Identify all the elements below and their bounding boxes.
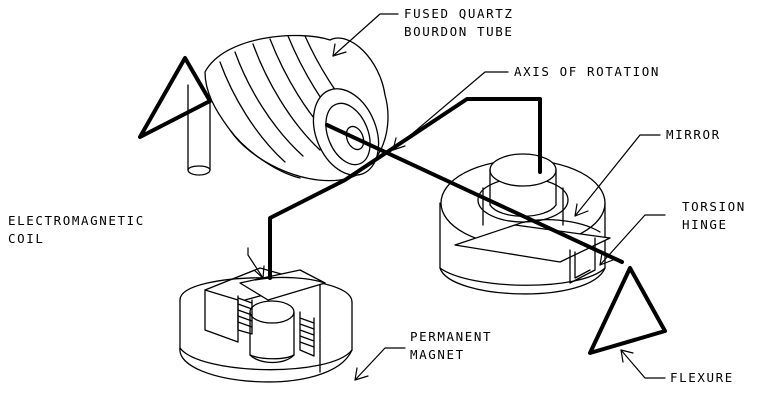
label-permanent-magnet-line1: PERMANENT — [410, 329, 493, 344]
label-mirror: MIRROR — [666, 127, 721, 142]
label-electromagnetic-coil-line2: COIL — [8, 231, 45, 246]
bourdon-tube — [204, 34, 389, 182]
label-torsion-hinge-line1: TORSION — [682, 199, 746, 214]
label-electromagnetic-coil-line1: ELECTROMAGNETIC — [8, 213, 145, 228]
label-permanent-magnet-line2: MAGNET — [410, 347, 465, 362]
label-flexure: FLEXURE — [670, 370, 734, 385]
label-bourdon-tube-line2: BOURDON TUBE — [404, 24, 514, 39]
electromagnet — [179, 267, 353, 383]
left-flexure — [138, 56, 212, 176]
right-flexure — [588, 266, 667, 355]
leader-lines — [247, 13, 666, 381]
label-torsion-hinge-line2: HINGE — [682, 217, 728, 232]
label-bourdon-tube-line1: FUSED QUARTZ — [404, 6, 514, 21]
label-axis-of-rotation: AXIS OF ROTATION — [514, 64, 661, 79]
mirror-housing — [439, 153, 611, 295]
